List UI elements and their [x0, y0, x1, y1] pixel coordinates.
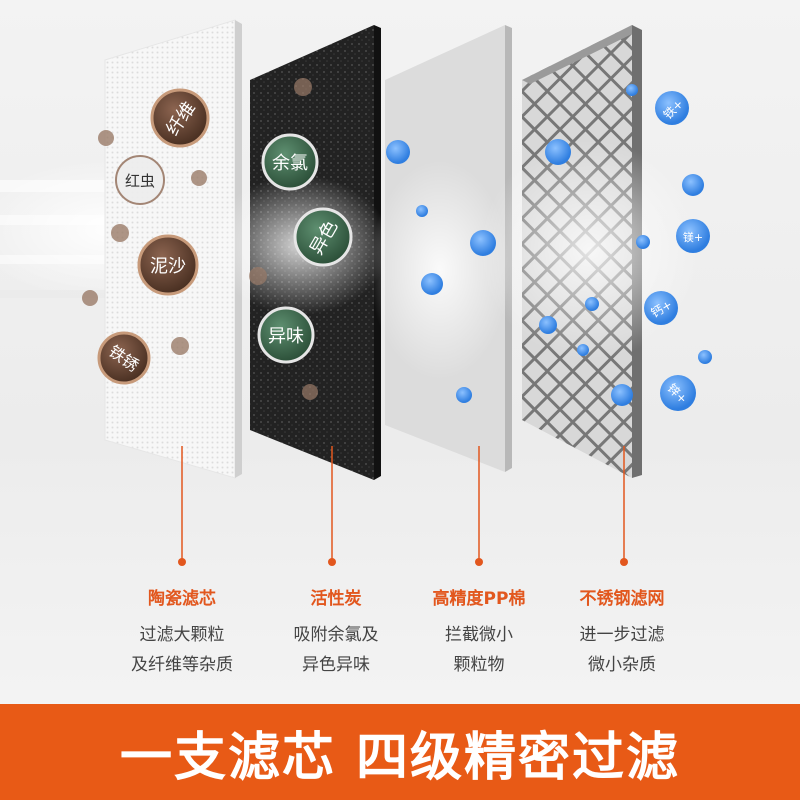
caption-ceramic: 陶瓷滤芯 过滤大颗粒 及纤维等杂质: [102, 586, 262, 680]
banner-title: 一支滤芯 四级精密过滤: [119, 727, 681, 788]
caption-pp-title: 高精度PP棉: [432, 589, 526, 609]
caption-steel-line-2: 微小杂质: [588, 655, 656, 675]
caption-ceramic-line-1: 过滤大颗粒: [139, 625, 225, 645]
caption-ceramic-title: 陶瓷滤芯: [148, 589, 216, 609]
impurity-particles: [82, 78, 318, 400]
water-droplets: [386, 84, 712, 406]
caption-carbon-title: 活性炭: [310, 589, 362, 609]
caption-pp: 高精度PP棉 拦截微小 颗粒物: [399, 586, 559, 680]
caption-carbon-line-1: 吸附余氯及: [293, 625, 379, 645]
caption-ceramic-line-2: 及纤维等杂质: [131, 655, 233, 675]
caption-carbon-line-2: 异色异味: [302, 655, 370, 675]
pp-layer: [370, 25, 512, 472]
ball-chlorine-label: 余氯: [272, 153, 308, 174]
ball-red-worm-label: 红虫: [125, 172, 155, 190]
ball-color: 异色: [293, 207, 353, 267]
caption-pp-line-1: 拦截微小: [445, 625, 513, 645]
ball-sand-label: 泥沙: [150, 256, 186, 277]
ball-magnesium-label: 镁+: [683, 230, 703, 244]
ball-rust: 铁锈: [97, 331, 151, 385]
pointer-lines: [178, 446, 628, 566]
caption-carbon: 活性炭 吸附余氯及 异色异味: [256, 586, 416, 680]
ball-calcium: 钙+: [644, 291, 678, 325]
caption-pp-line-2: 颗粒物: [453, 655, 505, 675]
bottom-banner: 一支滤芯 四级精密过滤: [0, 704, 800, 800]
ball-red-worm: 红虫: [115, 155, 165, 205]
ball-zinc: 锌+: [660, 375, 696, 411]
caption-steel-title: 不锈钢滤网: [579, 589, 665, 609]
caption-steel-line-1: 进一步过滤: [579, 625, 665, 645]
ball-magnesium: 镁+: [676, 219, 710, 253]
caption-steel: 不锈钢滤网 进一步过滤 微小杂质: [542, 586, 702, 680]
ball-odor: 异味: [257, 306, 315, 364]
ball-fiber: 纤维: [150, 88, 210, 148]
ball-odor-label: 异味: [268, 326, 304, 347]
ball-chlorine: 余氯: [261, 133, 319, 191]
ball-iron: 铁+: [655, 91, 689, 125]
ball-sand: 泥沙: [137, 234, 199, 296]
